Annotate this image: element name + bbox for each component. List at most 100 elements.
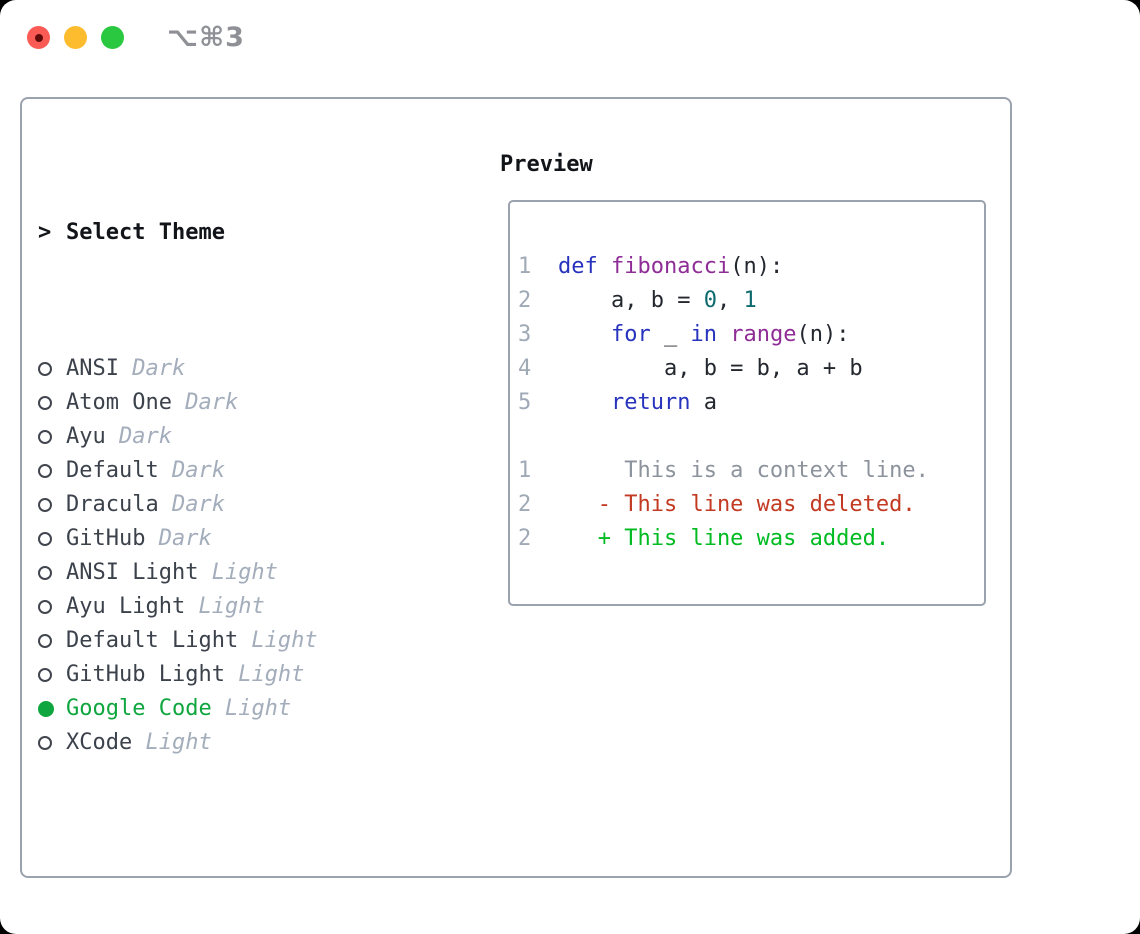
- theme-variant-label: Light: [132, 730, 212, 755]
- theme-option-label: Dracula: [66, 492, 159, 517]
- theme-option-label: GitHub Light: [66, 662, 225, 687]
- preview-line: 1 This is a context line.: [518, 454, 984, 488]
- theme-option[interactable]: Ayu Light Light: [38, 590, 409, 624]
- theme-option[interactable]: Atom One Dark: [38, 386, 409, 420]
- theme-variant-label: Dark: [118, 356, 186, 381]
- radio-circle: [38, 600, 52, 614]
- code-token-plain: (n):: [730, 254, 784, 279]
- preview-title: Preview: [500, 152, 593, 177]
- theme-option-label: XCode: [66, 730, 133, 755]
- theme-option[interactable]: GitHub Light Light: [38, 658, 409, 692]
- preview-line: 3 for _ in range(n):: [518, 318, 984, 352]
- radio-icon: [38, 600, 66, 614]
- theme-option-label: Default: [66, 458, 159, 483]
- radio-icon: [38, 736, 66, 750]
- theme-option-label: Default Light: [66, 628, 239, 653]
- code-token-fn: range: [730, 322, 797, 347]
- theme-variant-label: Dark: [105, 424, 172, 449]
- theme-option-label: Ayu Light: [66, 594, 186, 619]
- zoom-button[interactable]: [101, 26, 124, 49]
- select-theme-header: > Select Theme: [38, 216, 409, 250]
- theme-option-label: Atom One: [66, 390, 172, 415]
- code-token-fn: fibonacci: [611, 254, 731, 279]
- line-number: 5: [518, 390, 532, 415]
- line-number: 2: [518, 526, 532, 551]
- line-number: 3: [518, 322, 532, 347]
- theme-option[interactable]: XCode Light: [38, 726, 409, 760]
- radio-circle: [38, 532, 52, 546]
- theme-variant-label: Light: [198, 560, 278, 585]
- radio-circle: [38, 701, 54, 717]
- window-shortcut-label: ⌥⌘3: [167, 22, 245, 53]
- code-token-plain: ,: [716, 288, 744, 313]
- code-token-plain: a, b =: [558, 288, 704, 313]
- focus-caret-icon: >: [38, 220, 52, 245]
- radio-icon: [38, 362, 66, 376]
- radio-circle: [38, 464, 52, 478]
- spacer: [38, 862, 409, 896]
- code-token-kw: return: [610, 390, 691, 415]
- select-theme-title: Select Theme: [66, 220, 225, 245]
- line-number: 2: [518, 492, 532, 517]
- radio-circle: [38, 736, 52, 750]
- line-number: [518, 420, 558, 454]
- radio-circle: [38, 362, 52, 376]
- radio-icon: [38, 668, 66, 682]
- radio-icon: [38, 566, 66, 580]
- line-number: 1: [518, 254, 532, 279]
- radio-circle: [38, 566, 52, 580]
- theme-option-label: Google Code: [66, 696, 212, 721]
- preview-line: 2 a, b = 0, 1: [518, 284, 984, 318]
- radio-circle: [38, 634, 52, 648]
- code-token-plain: a, b = b, a + b: [558, 356, 863, 381]
- theme-option[interactable]: Dracula Dark: [38, 488, 409, 522]
- code-token-lit: 1: [743, 288, 757, 313]
- preview-line: 4 a, b = b, a + b: [518, 352, 984, 386]
- code-token-lit: 0: [703, 288, 717, 313]
- theme-option[interactable]: GitHub Dark: [38, 522, 409, 556]
- code-token-plain: _: [650, 322, 691, 347]
- theme-variant-label: Dark: [158, 492, 225, 517]
- theme-variant-label: Light: [185, 594, 265, 619]
- theme-variant-label: Light: [238, 628, 318, 653]
- theme-option[interactable]: Ayu Dark: [38, 420, 409, 454]
- theme-variant-label: Dark: [145, 526, 212, 551]
- line-number: 1: [518, 458, 532, 483]
- radio-circle: [38, 498, 52, 512]
- theme-option-label: ANSI Light: [66, 560, 199, 585]
- code-token-plain: [558, 318, 611, 352]
- theme-variant-label: Dark: [171, 390, 239, 415]
- radio-icon: [38, 430, 66, 444]
- radio-icon: [38, 498, 66, 512]
- radio-icon: [38, 634, 66, 648]
- theme-variant-label: Dark: [158, 458, 225, 483]
- titlebar: ⌥⌘3: [0, 0, 1140, 74]
- minimize-button[interactable]: [64, 26, 87, 49]
- code-token-kw: for: [610, 322, 651, 347]
- radio-circle: [38, 668, 52, 682]
- theme-option-label: Ayu: [66, 424, 106, 449]
- preview-line: 2 + This line was added.: [518, 522, 984, 556]
- theme-option[interactable]: ANSI Dark: [38, 352, 409, 386]
- code-token-plain: [598, 250, 611, 284]
- preview-line: 5 return a: [518, 386, 984, 420]
- theme-option[interactable]: Default Dark: [38, 454, 409, 488]
- theme-option-label: ANSI: [66, 356, 119, 381]
- code-token-plain: (n):: [796, 322, 850, 347]
- close-button[interactable]: [27, 26, 50, 49]
- code-token-add: + This line was added.: [558, 526, 890, 551]
- radio-circle: [38, 396, 52, 410]
- theme-option[interactable]: ANSI Light Light: [38, 556, 409, 590]
- preview-line: 2 - This line was deleted.: [518, 488, 984, 522]
- radio-circle: [38, 430, 52, 444]
- theme-option[interactable]: Google Code Light: [38, 692, 409, 726]
- code-token-plain: [717, 318, 730, 352]
- theme-option-label: GitHub: [66, 526, 146, 551]
- theme-option[interactable]: Default Light Light: [38, 624, 409, 658]
